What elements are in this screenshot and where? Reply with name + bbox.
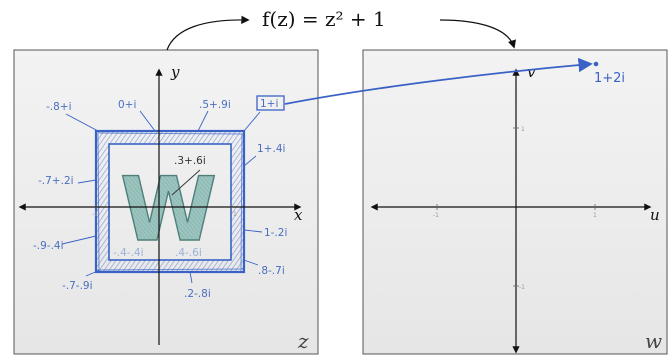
w-mapped-point-label: 1+2i bbox=[594, 71, 625, 86]
z-plane-panel: W W -1 1 x y z bbox=[14, 50, 318, 354]
w-tick-u-neg: -1 bbox=[433, 212, 439, 219]
w-plane-panel: -1 1 1 -1 u v w 1+2i bbox=[363, 50, 667, 354]
letter-w-shape: W W bbox=[120, 158, 217, 261]
z-tick-x-pos: 1 bbox=[233, 211, 237, 218]
z-y-axis-label: y bbox=[170, 63, 180, 81]
formula-left-arrow bbox=[167, 20, 248, 50]
svg-text:W: W bbox=[120, 158, 217, 261]
w-tick-v-pos: 1 bbox=[521, 126, 525, 133]
z-plane-label: z bbox=[297, 329, 309, 353]
label-1-plus-4i: 1+.4i bbox=[257, 143, 285, 155]
label-1-minus-2i: 1-.2i bbox=[264, 227, 287, 239]
label-3-plus-6i: .3+.6i bbox=[174, 155, 206, 167]
label-4-minus-6i: .4-.6i bbox=[175, 247, 202, 259]
label-m4-minus-4i: -.4-.4i bbox=[113, 247, 144, 259]
w-mapped-point-dot bbox=[594, 62, 599, 67]
label-8-minus-7i: .8-.7i bbox=[258, 265, 285, 277]
z-tick-x-neg: -1 bbox=[92, 211, 98, 218]
label-m9-minus-4i: -.9-.4i bbox=[33, 240, 64, 252]
label-m7-plus-2i: -.7+.2i bbox=[38, 175, 74, 187]
label-5-plus-9i: .5+.9i bbox=[199, 99, 231, 111]
z-x-axis-label: x bbox=[294, 206, 303, 224]
w-tick-u-pos: 1 bbox=[593, 212, 597, 219]
formula-right-arrow bbox=[440, 20, 514, 47]
w-plane-label: w bbox=[645, 329, 662, 353]
w-u-axis-label: u bbox=[650, 206, 660, 224]
label-1-plus-i: 1+i bbox=[260, 98, 278, 110]
label-m7-minus-9i: -.7-.9i bbox=[62, 280, 93, 292]
mapping-formula: f(z) = z² + 1 bbox=[167, 7, 514, 50]
label-2-minus-8i: .2-.8i bbox=[184, 288, 211, 300]
w-v-axis-label: v bbox=[527, 63, 536, 81]
w-tick-v-neg: -1 bbox=[519, 284, 525, 291]
label-0-plus-i: 0+i bbox=[118, 99, 136, 111]
label-m8-plus-i: -.8+i bbox=[46, 101, 72, 113]
formula-text: f(z) = z² + 1 bbox=[262, 7, 386, 31]
